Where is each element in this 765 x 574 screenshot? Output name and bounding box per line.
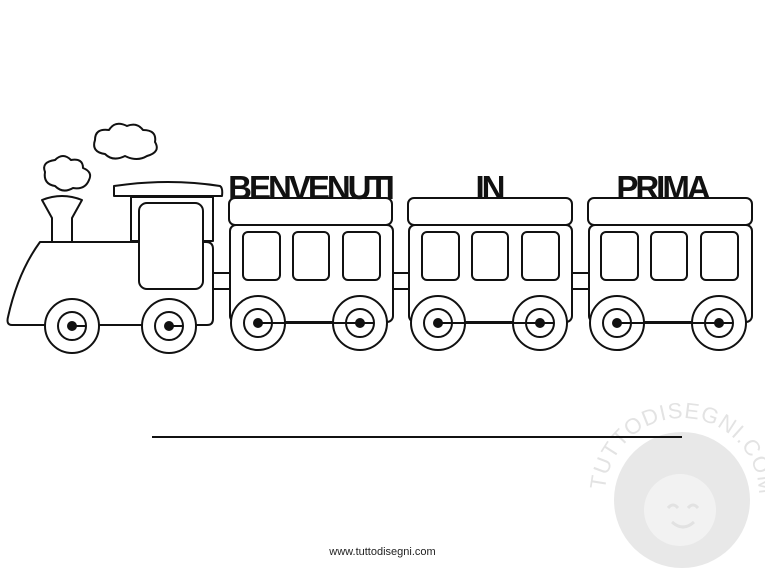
chimney [41,195,83,243]
watermark-logo: TUTTODISEGNI.COM [585,398,765,568]
wheel-icon [141,298,197,354]
wagon-word-benvenuti: BENVENUTI [228,169,393,206]
wagon [228,197,394,323]
smoke-cloud-icon [43,155,92,192]
smoke-cloud-icon [93,122,158,160]
wagon-word-prima: PRIMA [616,169,710,206]
cab-roof [113,181,224,197]
cab-window [138,202,204,290]
wheel-icon [44,298,100,354]
wagon-word-in: IN [476,169,504,206]
footer-url: www.tuttodisegni.com [329,546,436,558]
